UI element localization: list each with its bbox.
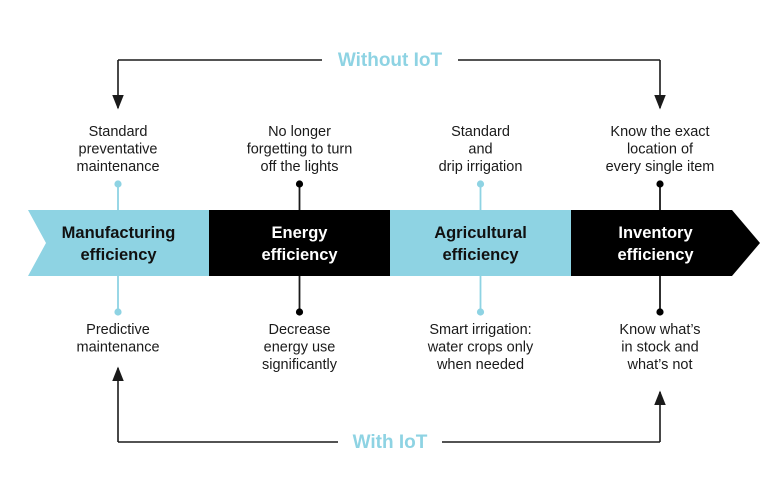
connector-dot-bottom-inventory [656, 308, 664, 316]
with-note-agricultural-3: when needed [436, 357, 524, 373]
with-note-manufacturing-2: maintenance [76, 340, 159, 356]
connector-dot-top-energy [295, 180, 304, 188]
segment-label-agricultural-1: Agricultural [434, 224, 527, 242]
with-note-manufacturing-1: Predictive [86, 322, 150, 338]
with-iot-header: With IoT [353, 432, 428, 453]
without-note-agricultural-1: Standard [451, 124, 510, 140]
with-note-energy-2: energy use [264, 340, 336, 356]
segment-notes: StandardpreventativemaintenancePredictiv… [76, 124, 714, 373]
with-note-inventory-3: what’s not [626, 357, 692, 373]
segment-label-manufacturing-1: Manufacturing [62, 224, 176, 242]
with-note-inventory-1: Know what’s [619, 322, 700, 338]
with-iot-loop: With IoT [112, 366, 666, 453]
efficiency-arrow: Manufacturing efficiency Energy efficiency A… [28, 210, 760, 276]
segment-manufacturing [28, 210, 209, 276]
segment-inventory [571, 210, 760, 276]
segment-label-inventory-2: efficiency [617, 246, 694, 264]
connector-dot-bottom-energy [295, 308, 304, 316]
segment-label-agricultural-2: efficiency [442, 246, 519, 264]
without-note-manufacturing-3: maintenance [76, 159, 159, 175]
without-note-agricultural-2: and [468, 142, 492, 158]
without-note-inventory-2: location of [627, 142, 694, 158]
without-note-energy-1: No longer [268, 124, 331, 140]
without-iot-loop: Without IoT [112, 50, 666, 110]
with-note-energy-1: Decrease [268, 322, 330, 338]
segment-energy [209, 210, 390, 276]
without-note-inventory-3: every single item [606, 159, 715, 175]
segment-label-energy-1: Energy [272, 224, 329, 242]
segment-label-inventory-1: Inventory [618, 224, 693, 242]
connector-dot-top-manufacturing [114, 180, 122, 188]
segment-connectors [114, 180, 664, 316]
segment-label-manufacturing-2: efficiency [80, 246, 157, 264]
segment-label-energy-2: efficiency [261, 246, 338, 264]
without-note-energy-3: off the lights [261, 159, 339, 175]
with-note-agricultural-2: water crops only [427, 340, 534, 356]
with-note-inventory-2: in stock and [621, 340, 698, 356]
without-note-manufacturing-1: Standard [89, 124, 148, 140]
without-note-manufacturing-2: preventative [79, 142, 158, 158]
connector-dot-bottom-manufacturing [114, 308, 122, 316]
segment-agricultural [390, 210, 571, 276]
connector-dot-bottom-agricultural [476, 308, 485, 316]
with-note-energy-3: significantly [262, 357, 338, 373]
without-note-inventory-1: Know the exact [610, 124, 709, 140]
without-iot-header: Without IoT [338, 50, 443, 71]
connector-dot-top-agricultural [476, 180, 485, 188]
with-note-agricultural-1: Smart irrigation: [429, 322, 531, 338]
connector-dot-top-inventory [656, 180, 664, 188]
without-note-agricultural-3: drip irrigation [439, 159, 523, 175]
without-note-energy-2: forgetting to turn [247, 142, 353, 158]
